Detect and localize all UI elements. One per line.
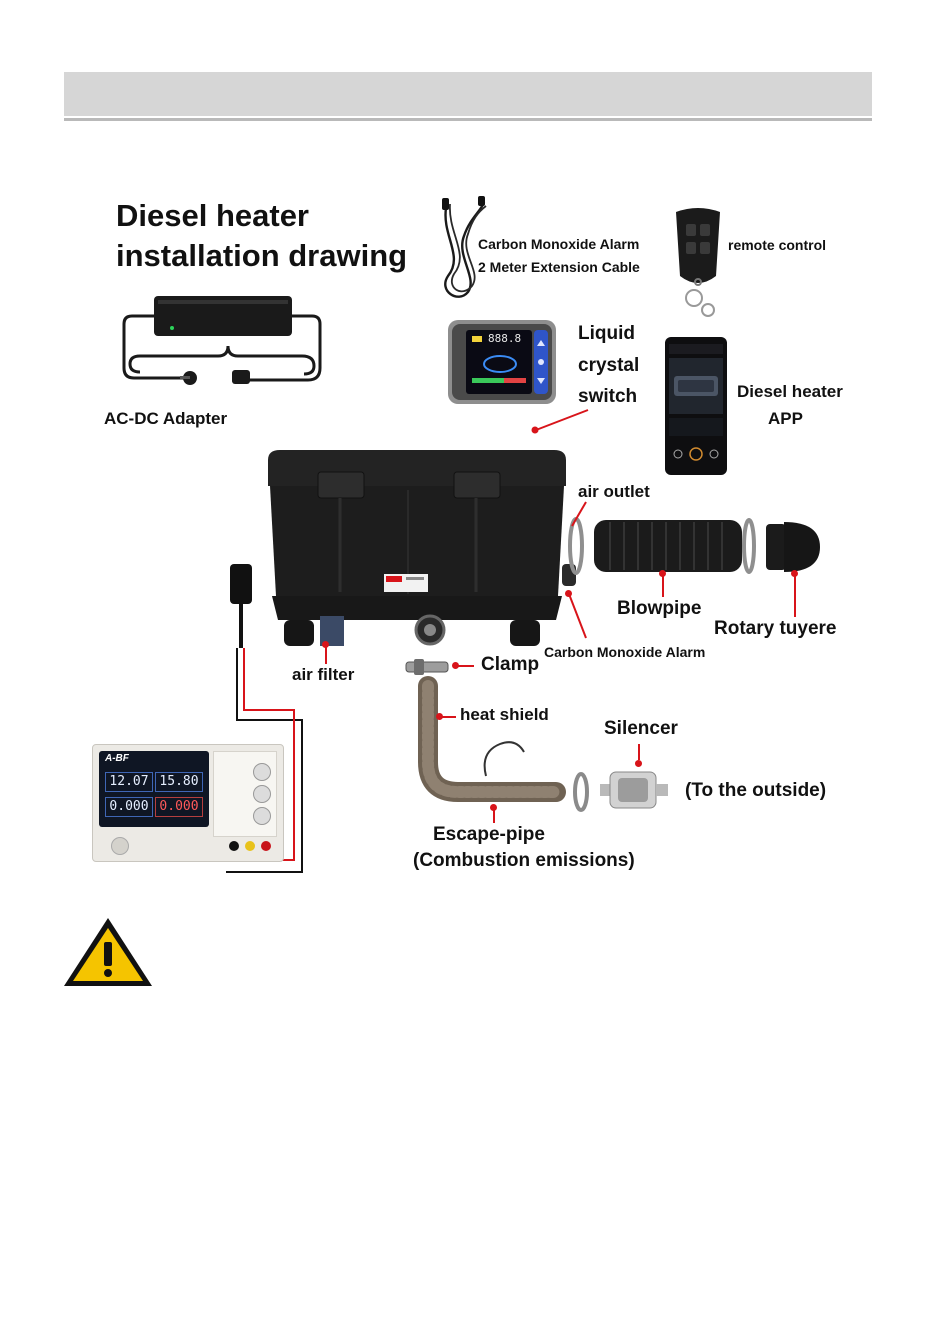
lcd-label-line3: switch — [578, 386, 638, 407]
power-supply-terminal-red — [261, 841, 271, 851]
co-alarm-pointer — [568, 593, 587, 639]
power-supply-terminal-yellow — [245, 841, 255, 851]
power-supply-brand: A-BF — [105, 753, 129, 764]
lcd-display-reading: 888.8 — [488, 332, 522, 345]
power-supply-current-2: 0.000 — [155, 797, 203, 817]
clamp-label: Clamp — [481, 654, 540, 675]
warning-triangle-icon — [64, 918, 152, 986]
diagram-title-line2: installation drawing — [116, 238, 408, 273]
power-supply-current-1: 15.80 — [155, 772, 203, 792]
header-bar — [64, 72, 872, 116]
lcd-pointer-line — [531, 409, 589, 434]
power-supply-terminal-black — [229, 841, 239, 851]
power-supply-knob-3 — [253, 807, 271, 825]
power-supply-power-button — [111, 837, 129, 855]
blowpipe-pointer-line — [662, 575, 664, 597]
escape-pipe-image — [418, 676, 566, 802]
lcd-switch-image — [448, 320, 556, 404]
co-cable-label-line1: Carbon Monoxide Alarm — [478, 236, 640, 252]
power-supply-knob-1 — [253, 763, 271, 781]
power-supply-screen — [99, 751, 209, 827]
co-alarm-label: Carbon Monoxide Alarm — [544, 644, 706, 660]
heat-shield-pointer-dot — [436, 713, 443, 720]
blowpipe-label: Blowpipe — [617, 598, 702, 619]
air-filter-pointer-line — [325, 646, 327, 664]
rotary-tuyere-image — [766, 522, 820, 572]
escape-pipe-label: Escape-pipe — [433, 824, 545, 845]
combustion-emissions-label: (Combustion emissions) — [413, 850, 635, 871]
clamp-image — [405, 659, 449, 675]
ac-dc-adapter-label: AC-DC Adapter — [104, 409, 228, 428]
power-supply-voltage-1: 12.07 — [105, 772, 153, 792]
co-alarm-pointer-dot — [565, 590, 572, 597]
silencer-pointer-line — [638, 744, 640, 760]
to-outside-label: (To the outside) — [685, 780, 827, 801]
escape-pipe-pointer-dot — [490, 804, 497, 811]
power-supply-knob-2 — [253, 785, 271, 803]
lcd-label-line1: Liquid — [578, 323, 635, 344]
blowpipe-clamp-image — [742, 518, 756, 574]
silencer-image — [600, 771, 668, 809]
header-divider — [64, 118, 872, 121]
diesel-heater-unit-image — [268, 450, 576, 646]
co-extension-cable-image — [442, 196, 487, 298]
ac-dc-adapter-image — [122, 296, 322, 385]
co-cable-label-line2: 2 Meter Extension Cable — [478, 259, 640, 275]
rotary-tuyere-pointer-dot — [791, 570, 798, 577]
exhaust-clamp-image — [573, 772, 589, 812]
rotary-tuyere-pointer-line — [794, 575, 796, 617]
rotary-tuyere-label: Rotary tuyere — [714, 618, 837, 639]
blowpipe-image — [594, 520, 742, 572]
app-label-line2: APP — [768, 409, 803, 428]
air-outlet-pointer — [571, 501, 587, 527]
silencer-label: Silencer — [604, 718, 678, 739]
remote-control-image — [676, 208, 720, 317]
app-label-line1: Diesel heater — [737, 382, 843, 401]
escape-pipe-pointer-line — [493, 809, 495, 823]
air-filter-label: air filter — [292, 665, 355, 684]
dc-power-supply-image: A-BF 12.07 15.80 0.000 0.000 — [92, 744, 284, 862]
power-supply-voltage-2: 0.000 — [105, 797, 153, 817]
app-phone-image — [665, 337, 727, 475]
clamp-pointer-dot — [452, 662, 459, 669]
heat-shield-label: heat shield — [460, 705, 549, 724]
silencer-pointer-dot — [635, 760, 642, 767]
clamp-pointer-line — [456, 665, 474, 667]
blowpipe-pointer-dot — [659, 570, 666, 577]
remote-control-label: remote control — [728, 237, 827, 253]
heat-shield-pointer-line — [438, 716, 456, 718]
lcd-label-line2: crystal — [578, 355, 640, 376]
air-filter-pointer-dot — [322, 641, 329, 648]
air-outlet-label: air outlet — [578, 482, 650, 501]
diagram-title-line1: Diesel heater — [116, 198, 309, 233]
